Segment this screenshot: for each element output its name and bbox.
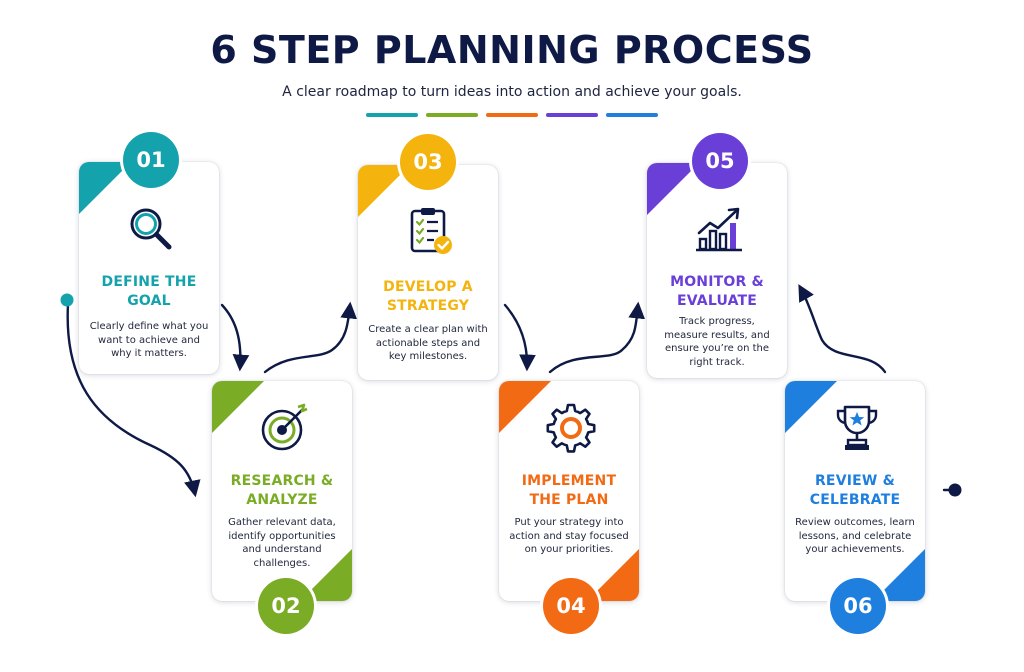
step-description: Track progress, measure results, and ens… (664, 316, 770, 368)
clipboard-checklist-icon (403, 205, 457, 259)
step-card-05: MONITOR & EVALUATE Track progress, measu… (647, 163, 787, 378)
page-title: 6 STEP PLANNING PROCESS (210, 28, 814, 72)
card-corner-accent (647, 163, 699, 215)
step-number-badge-01: 01 (123, 132, 179, 188)
step-description: Gather relevant data, identify opportuni… (228, 517, 336, 569)
bar-chart-growth-icon (692, 203, 746, 257)
card-corner-accent (212, 381, 264, 433)
card-corner-accent (785, 381, 837, 433)
start-dot (60, 293, 74, 307)
step-name: REVIEW & CELEBRATE (809, 473, 901, 508)
card-corner-accent (79, 162, 131, 214)
step-description: Clearly define what you want to achieve … (89, 321, 209, 359)
step-card-04: IMPLEMENT THE PLAN Put your strategy int… (499, 381, 639, 601)
connector-03-to-04 (503, 303, 536, 372)
connector-01-to-02 (220, 303, 250, 372)
connector-start-to-02 (66, 302, 201, 498)
step-name: DEVELOP A STRATEGY (383, 279, 473, 314)
step-description: Review outcomes, learn lessons, and cele… (795, 517, 915, 555)
connector-04-to-05 (548, 301, 646, 374)
underline-segment-teal (366, 113, 418, 117)
step-card-06: REVIEW & CELEBRATE Review outcomes, lear… (785, 381, 925, 601)
page-subtitle: A clear roadmap to turn ideas into actio… (282, 84, 742, 100)
step-number-badge-05: 05 (692, 133, 748, 189)
end-dot (948, 483, 962, 497)
title-underline (366, 113, 658, 117)
step-number-badge-03: 03 (400, 134, 456, 190)
target-arrow-icon (257, 401, 311, 455)
trophy-star-icon (830, 401, 884, 455)
step-number-badge-04: 04 (543, 578, 599, 634)
step-card-01: DEFINE THE GOAL Clearly define what you … (79, 162, 219, 374)
card-corner-accent (358, 165, 410, 217)
magnifying-glass-icon (124, 202, 178, 256)
underline-segment-orange (486, 113, 538, 117)
step-description: Create a clear plan with actionable step… (368, 324, 488, 362)
step-name: DEFINE THE GOAL (101, 274, 197, 309)
step-name: MONITOR & EVALUATE (670, 274, 764, 309)
step-number-badge-06: 06 (830, 578, 886, 634)
step-number-badge-02: 02 (258, 578, 314, 634)
step-name: IMPLEMENT THE PLAN (521, 473, 617, 508)
underline-segment-green (426, 113, 478, 117)
connector-06-to-05 (798, 284, 887, 374)
connector-02-to-03 (263, 301, 358, 374)
step-name: RESEARCH & ANALYZE (230, 473, 334, 508)
card-corner-accent (499, 381, 551, 433)
gear-icon (544, 401, 598, 455)
step-card-03: DEVELOP A STRATEGY Create a clear plan w… (358, 165, 498, 380)
underline-segment-blue (606, 113, 658, 117)
step-description: Put your strategy into action and stay f… (509, 517, 629, 555)
step-card-02: RESEARCH & ANALYZE Gather relevant data,… (212, 381, 352, 601)
underline-segment-purple (546, 113, 598, 117)
